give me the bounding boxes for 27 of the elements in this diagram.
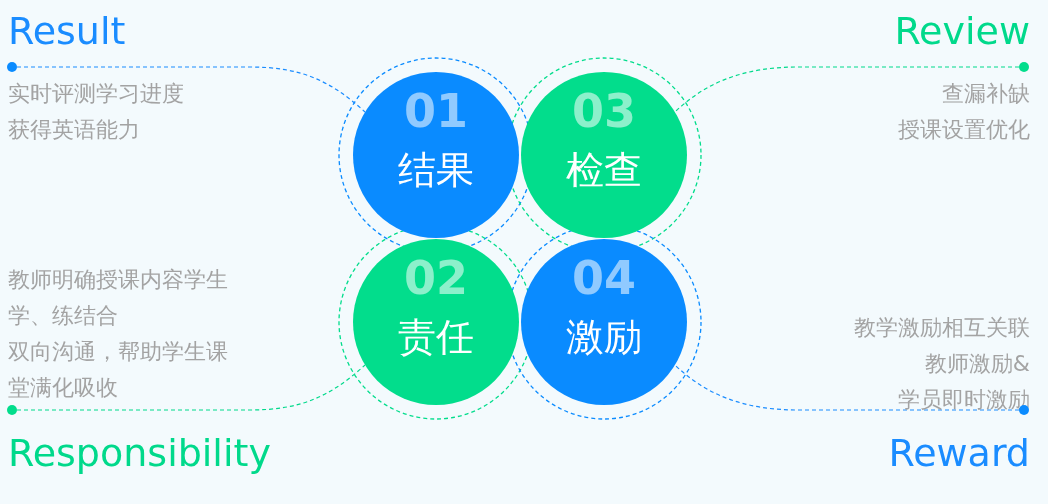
heading: Result <box>8 8 126 54</box>
dot-marker <box>7 62 17 72</box>
step-number: 01 <box>404 86 468 136</box>
leader-line <box>674 66 1020 113</box>
heading: Reward <box>888 430 1030 476</box>
description-text: 教师激励& <box>923 350 1030 378</box>
description-text: 实时评测学习进度 <box>8 80 185 108</box>
step-number: 04 <box>572 253 636 303</box>
dot-marker <box>7 405 17 415</box>
leader-line <box>674 364 1020 411</box>
circle-label: 检查 <box>566 147 642 194</box>
leader-line <box>16 364 366 411</box>
description-text: 获得英语能力 <box>8 116 141 144</box>
circle-label: 责任 <box>398 314 474 361</box>
heading: Responsibility <box>8 430 271 476</box>
description-text: 双向沟通，帮助学生课堂满化吸收 <box>8 338 229 402</box>
circle-label: 激励 <box>566 314 642 361</box>
description-text: 查漏补缺 <box>941 80 1030 108</box>
description-text: 教师明确授课内容学生学、练结合 <box>8 266 229 330</box>
dot-marker <box>1019 62 1029 72</box>
step-number: 02 <box>404 253 468 303</box>
description-text: 教学激励相互关联 <box>853 314 1030 342</box>
heading: Review <box>894 8 1030 54</box>
description-text: 授课设置优化 <box>897 116 1030 144</box>
step-number: 03 <box>572 86 636 136</box>
leader-line <box>16 66 366 113</box>
circle-label: 结果 <box>398 147 474 194</box>
